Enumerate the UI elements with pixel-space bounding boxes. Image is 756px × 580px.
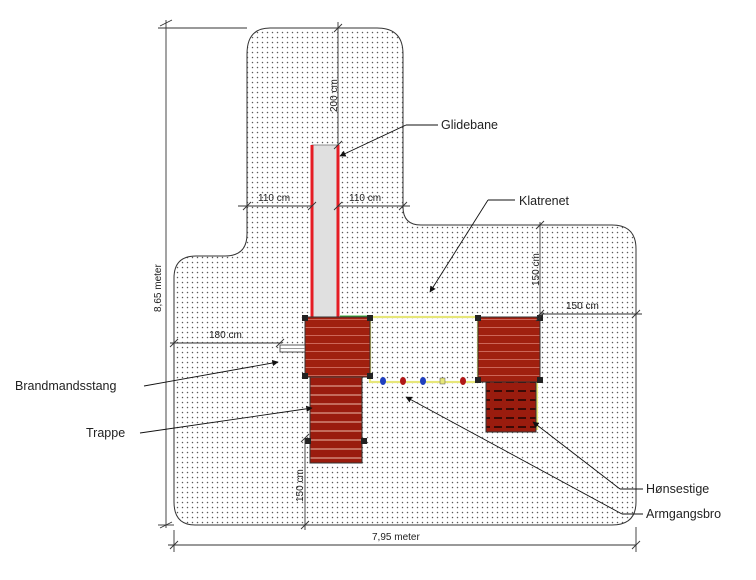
leader-lines xyxy=(139,124,643,515)
slide xyxy=(310,144,340,320)
label-klatrenet: Klatrenet xyxy=(519,194,570,208)
label-trappe: Trappe xyxy=(86,426,125,440)
monkey-bars xyxy=(380,377,466,385)
dim-stair-clearance: 150 cm xyxy=(295,469,306,502)
left-tower-platform xyxy=(302,315,373,379)
dim-pole-clearance: 180 cm xyxy=(209,330,242,341)
dim-right-clearance: 110 cm xyxy=(349,193,381,204)
leader-brandmandsstang xyxy=(143,359,279,387)
dim-height-total: 8,65 meter xyxy=(153,264,164,312)
safety-area xyxy=(173,27,637,526)
dim-width-total: 7,95 meter xyxy=(372,532,420,543)
fireman-pole xyxy=(279,344,306,353)
label-armgangsbro: Armgangsbro xyxy=(646,507,721,521)
label-brandmandsstang: Brandmandsstang xyxy=(15,379,117,393)
dimension-lines xyxy=(158,19,642,552)
dim-net-horizontal: 150 cm xyxy=(566,301,599,312)
dim-net-vertical: 150 cm xyxy=(531,253,542,286)
dim-left-clearance: 110 cm xyxy=(258,193,290,204)
label-honsestige: Hønsestige xyxy=(646,482,709,496)
stairs xyxy=(305,376,367,464)
chicken-ladder xyxy=(485,381,537,433)
dim-slide-length: 200 cm xyxy=(329,79,340,112)
right-tower-platform xyxy=(475,315,543,383)
leader-trappe xyxy=(139,405,313,434)
label-glidebane: Glidebane xyxy=(441,118,498,132)
